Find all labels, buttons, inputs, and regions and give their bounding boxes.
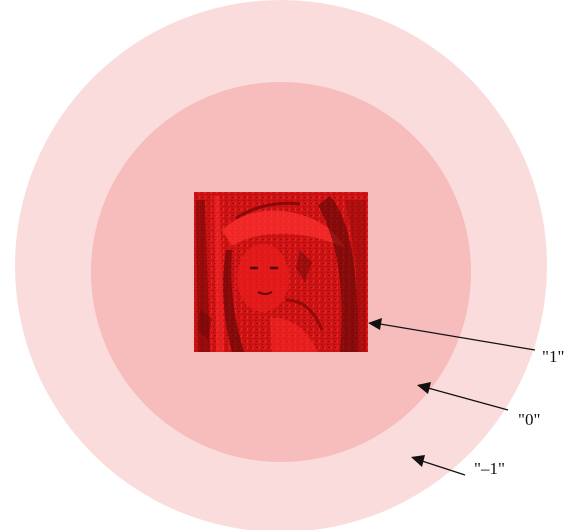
arrow-outer xyxy=(411,455,466,476)
red-tinted-portrait-image xyxy=(194,192,368,352)
label-outer: "–1" xyxy=(474,459,505,478)
label-middle: "0" xyxy=(518,410,540,429)
arrow-inner xyxy=(368,318,536,351)
arrow-middle xyxy=(417,382,509,411)
label-inner: "1" xyxy=(542,347,564,366)
